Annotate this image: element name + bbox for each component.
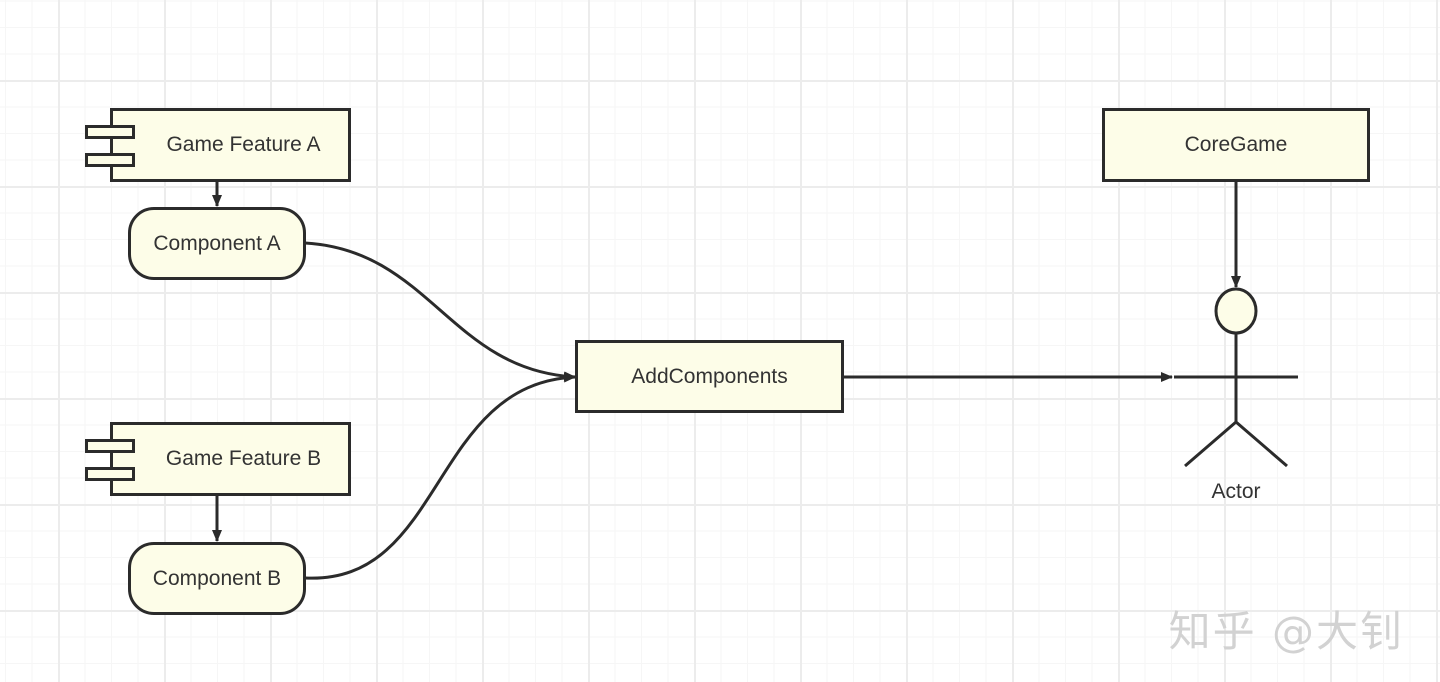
- component-tab-icon: [85, 467, 135, 481]
- addcomponents-label: AddComponents: [631, 364, 788, 388]
- watermark-text: 知乎 @大钊: [1168, 607, 1404, 656]
- actor-right-leg: [1235, 420, 1288, 468]
- component-b-node[interactable]: Component B: [128, 542, 306, 615]
- game-feature-a-label: Game Feature A: [166, 133, 321, 156]
- game-feature-b-label: Game Feature B: [165, 447, 322, 470]
- component-b-label: Component B: [152, 566, 282, 590]
- coregame-label: CoreGame: [1184, 133, 1288, 156]
- component-tab-icon: [85, 439, 135, 453]
- component-a-node[interactable]: Component A: [128, 207, 306, 280]
- component-tab-icon: [85, 125, 135, 139]
- game-feature-b-node[interactable]: Game Feature B: [85, 422, 351, 496]
- coregame-node[interactable]: CoreGame: [1102, 108, 1370, 182]
- edge-component-b-to-addcomponents: [304, 372, 576, 580]
- addcomponents-node[interactable]: AddComponents: [575, 340, 844, 413]
- game-feature-a-node[interactable]: Game Feature A: [85, 108, 351, 182]
- actor-left-leg: [1184, 420, 1237, 468]
- component-a-label: Component A: [153, 231, 281, 255]
- actor-label: Actor: [1211, 480, 1261, 503]
- edge-component-a-to-addcomponents: [304, 241, 576, 382]
- actor-figure[interactable]: [1174, 287, 1298, 468]
- actor-head: [1214, 287, 1258, 335]
- component-tab-icon: [85, 153, 135, 167]
